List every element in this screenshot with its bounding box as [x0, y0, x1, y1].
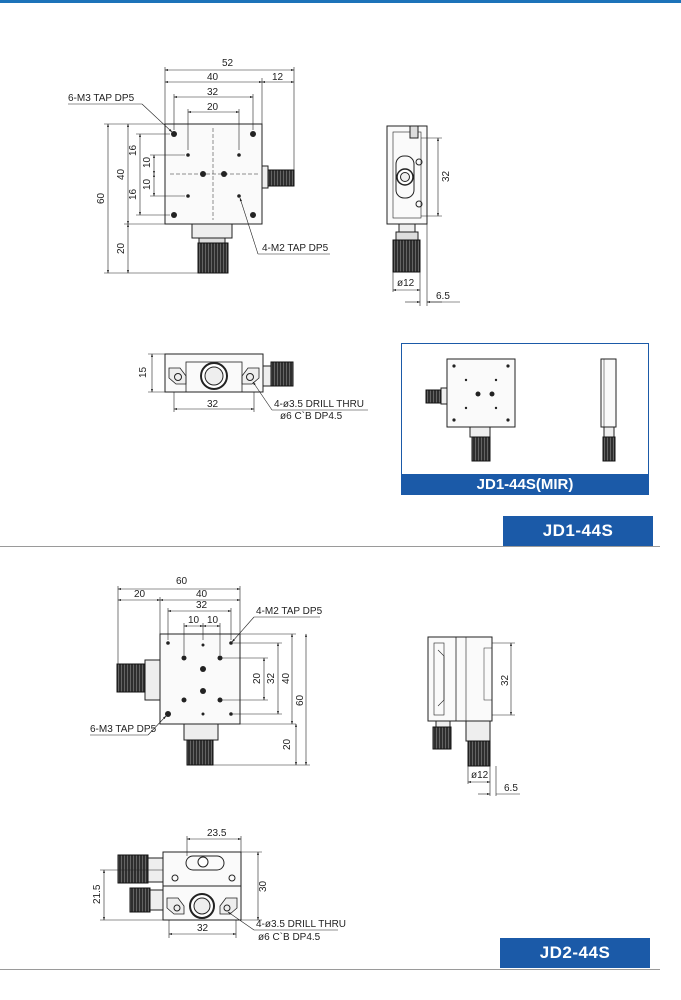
model-badge-jd2: JD2-44S [500, 938, 650, 968]
dim-label: 20 [252, 672, 263, 684]
dim-label: 30 [258, 880, 269, 892]
note-label: 6-M3 TAP DP5 [68, 93, 135, 104]
dim-label: 32 [266, 672, 277, 684]
dim-label: 16 [128, 188, 139, 200]
note-label: 4-M2 TAP DP5 [262, 243, 329, 254]
dim-label: 12 [272, 72, 284, 83]
jd2-front-view [90, 586, 320, 766]
jd1-mirror-views [425, 358, 617, 462]
dim-label: 32 [441, 170, 452, 182]
dim-label: 23.5 [207, 828, 227, 839]
dim-label: 40 [281, 672, 292, 684]
dim-label: 10 [207, 615, 219, 626]
dim-label: ø12 [471, 770, 489, 781]
dim-label: 6.5 [436, 291, 450, 302]
dim-label: 32 [197, 923, 209, 934]
dim-label: 32 [196, 600, 208, 611]
note-label: ø6 C`B DP4.5 [280, 410, 343, 422]
section-divider [0, 969, 660, 970]
dim-label: 32 [207, 399, 219, 410]
dim-label: 10 [142, 178, 153, 190]
note-label: 4-ø3.5 DRILL THRU [274, 399, 364, 410]
dim-label: 32 [500, 674, 511, 686]
note-label: 4-M2 TAP DP5 [256, 606, 323, 617]
top-accent-line [0, 0, 681, 3]
mirror-variant-label: JD1-44S(MIR) [401, 474, 649, 495]
dim-label: 21.5 [92, 884, 103, 904]
dim-label: 10 [142, 156, 153, 168]
jd2-side-view [427, 636, 520, 796]
dim-label: 40 [207, 72, 219, 83]
dim-label: 15 [138, 366, 149, 378]
dim-label: 6.5 [504, 783, 518, 794]
note-label: 6-M3 TAP DP5 [90, 724, 157, 735]
dim-label: 60 [176, 576, 188, 587]
note-label: 4-ø3.5 DRILL THRU [256, 919, 346, 930]
dim-label: ø12 [397, 278, 415, 289]
jd2-labels: 60 20 40 32 10 10 20 32 40 60 20 32 ø12 … [90, 576, 518, 943]
dim-label: 20 [282, 738, 293, 750]
dim-label: 20 [207, 102, 219, 113]
dim-label: 20 [134, 589, 146, 600]
dim-label: 40 [116, 168, 127, 180]
note-label: ø6 C`B DP4.5 [258, 931, 321, 943]
section-divider [0, 546, 660, 547]
jd1-side-view [386, 125, 460, 306]
dim-label: 40 [196, 589, 208, 600]
dim-label: 60 [96, 192, 107, 204]
dim-label: 16 [128, 144, 139, 156]
jd2-top-view [100, 836, 338, 938]
jd1-top-view [148, 353, 368, 412]
dim-label: 32 [207, 87, 219, 98]
dim-label: 60 [295, 694, 306, 706]
model-badge-jd1: JD1-44S [503, 516, 653, 546]
dim-label: 20 [116, 242, 127, 254]
jd1-labels: 52 40 12 32 20 16 10 10 16 40 60 20 32 ø… [68, 58, 452, 422]
dim-label: 52 [222, 58, 234, 69]
jd1-front-view [68, 67, 330, 274]
dim-label: 10 [188, 615, 200, 626]
